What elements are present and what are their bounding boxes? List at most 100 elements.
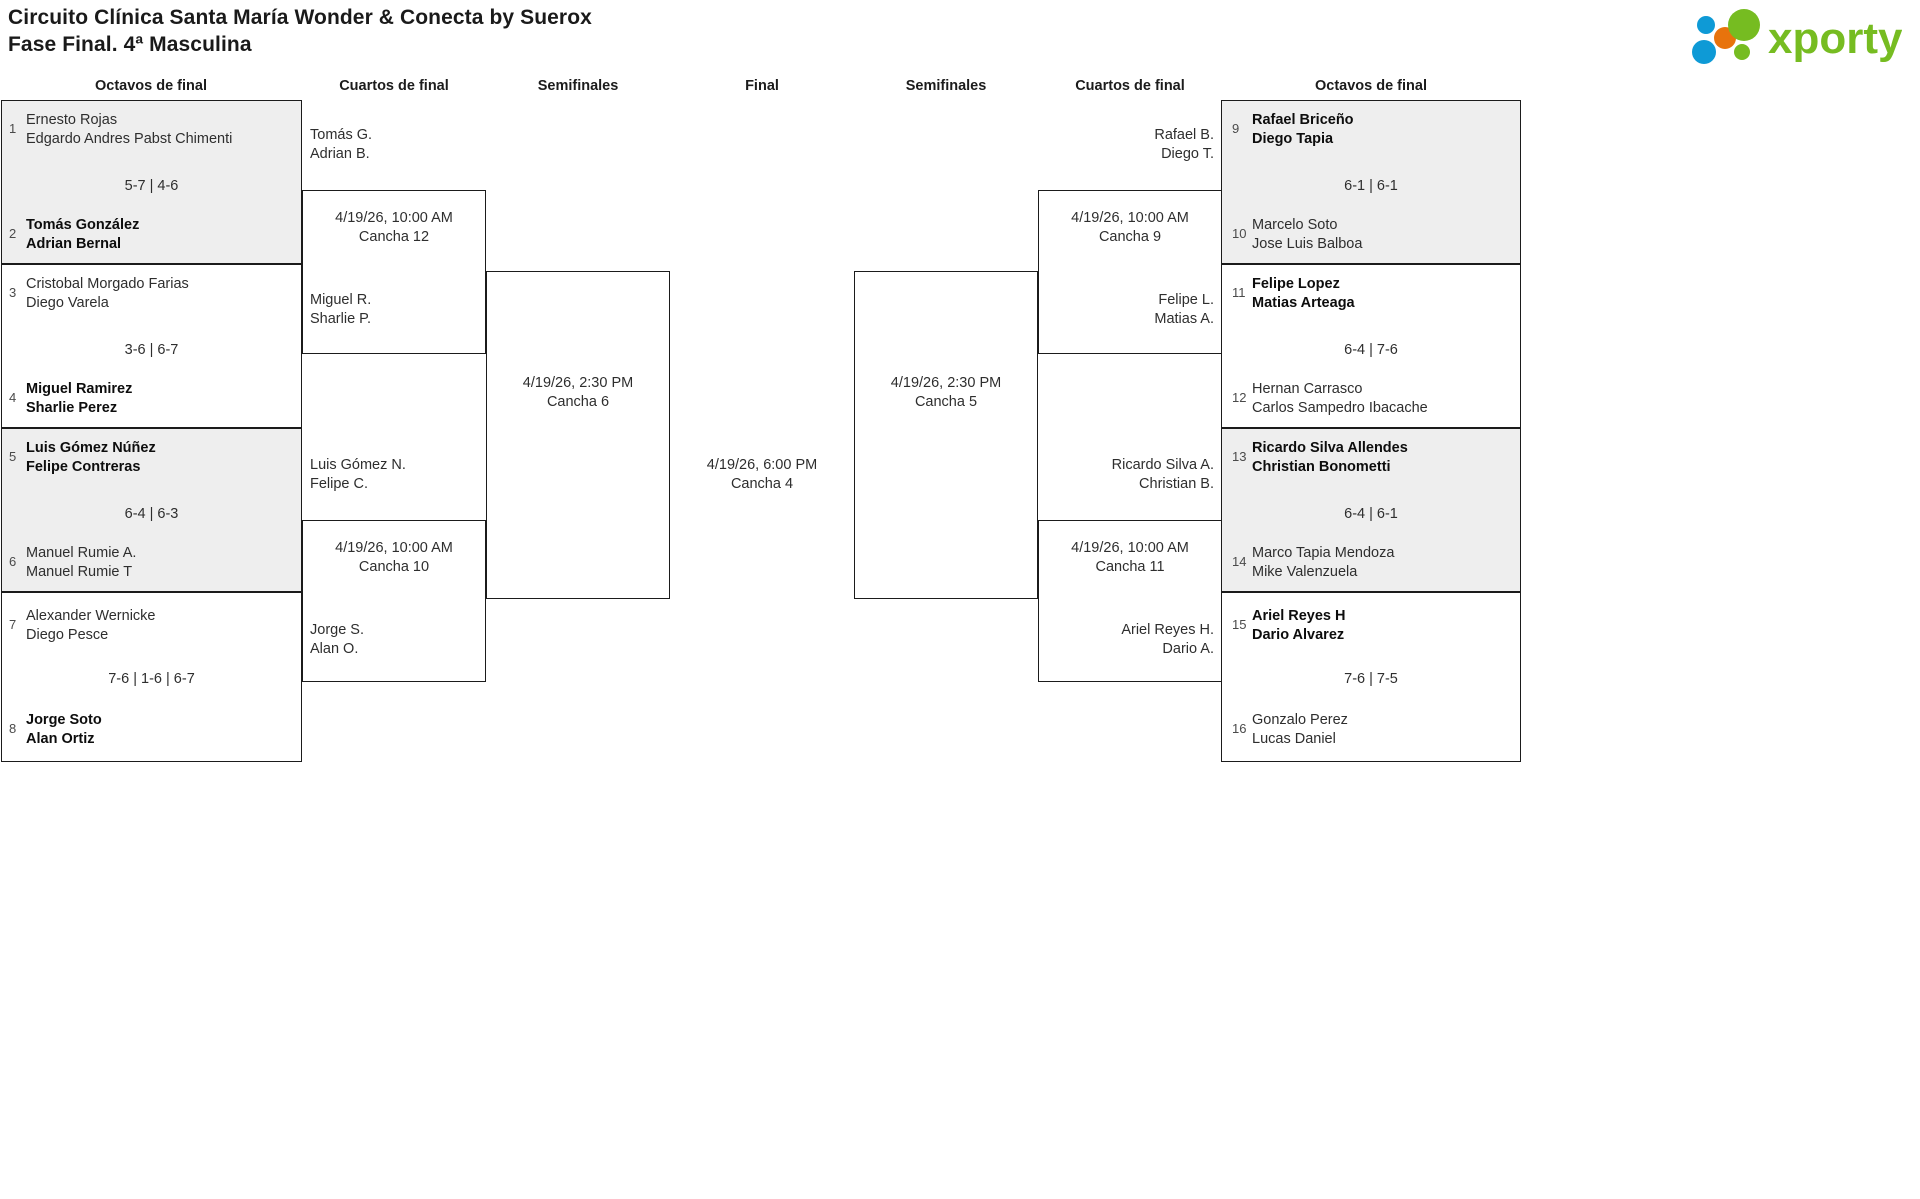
qf-left-2-bottom-names: Jorge S. Alan O. [310,622,364,657]
team-seed-14[interactable]: 14 Marco Tapia Mendoza Mike Valenzuela [1222,542,1520,582]
team-names: Ariel Reyes H Dario Alvarez [1252,608,1346,643]
team-seed-7[interactable]: 7 Alexander Wernicke Diego Pesce [2,605,301,645]
match-score: 7-6 | 1-6 | 6-7 [108,671,195,687]
seed-number: 7 [9,617,17,632]
team-seed-3[interactable]: 3 Cristobal Morgado Farias Diego Varela [2,273,301,313]
team-names: Cristobal Morgado Farias Diego Varela [26,276,189,311]
xporty-logo-svg: xporty [1692,9,1903,64]
team-names: Luis Gómez Núñez Felipe Contreras [26,440,156,475]
qf-right-1-schedule: 4/19/26, 10:00 AM Cancha 9 [1071,210,1189,245]
title-line-1: Circuito Clínica Santa María Wonder & Co… [8,6,592,29]
seed-number: 11 [1232,285,1246,300]
qf-right-2-bottom-names: Ariel Reyes H. Dario A. [1121,622,1214,657]
team-names: Jorge Soto Alan Ortiz [26,712,102,747]
seed-number: 14 [1232,554,1247,569]
column-header-right-octavos: Octavos de final [1314,78,1427,94]
team-seed-9[interactable]: 9 Rafael Briceño Diego Tapia [1222,109,1520,149]
team-names: Gonzalo Perez Lucas Daniel [1252,712,1348,747]
seed-number: 13 [1232,449,1247,464]
seed-number: 9 [1232,121,1240,136]
logo-dot-blue-top [1697,16,1715,34]
match-score: 7-6 | 7-5 [1344,671,1398,687]
team-seed-13[interactable]: 13 Ricardo Silva Allendes Christian Bono… [1222,437,1520,477]
seed-number: 5 [9,449,17,464]
qf-left-1-top-names: Tomás G. Adrian B. [310,127,373,162]
team-seed-5[interactable]: 5 Luis Gómez Núñez Felipe Contreras [2,437,301,477]
seed-number: 4 [9,390,17,405]
match-right-r16-4[interactable]: 15 Ariel Reyes H Dario Alvarez 7-6 | 7-5… [1221,592,1521,762]
sf-left-schedule: 4/19/26, 2:30 PM Cancha 6 [522,375,634,410]
match-left-r16-4[interactable]: 7 Alexander Wernicke Diego Pesce 7-6 | 1… [1,592,302,762]
bracket-right-sf [854,271,1038,599]
logo-dot-blue-bottom [1692,40,1716,64]
seed-number: 8 [9,721,17,736]
seed-number: 3 [9,285,17,300]
qf-left-2-schedule: 4/19/26, 10:00 AM Cancha 10 [335,540,453,575]
seed-number: 12 [1232,390,1247,405]
team-names: Felipe Lopez Matias Arteaga [1252,276,1355,311]
column-header-left-octavos: Octavos de final [94,78,207,94]
xporty-logo[interactable]: xporty [1682,8,1903,64]
qf-left-1-schedule: 4/19/26, 10:00 AM Cancha 12 [335,210,453,245]
match-right-r16-3[interactable]: 13 Ricardo Silva Allendes Christian Bono… [1221,428,1521,592]
match-score: 6-4 | 6-3 [124,506,179,522]
team-names: Alexander Wernicke Diego Pesce [26,608,156,643]
seed-number: 15 [1232,617,1247,632]
column-header-right-semis: Semifinales [905,78,987,94]
team-seed-2[interactable]: 2 Tomás González Adrian Bernal [2,214,301,254]
qf-right-2-top-names: Ricardo Silva A. Christian B. [1111,457,1214,492]
qf-left-1-bottom-names: Miguel R. Sharlie P. [310,292,372,327]
bracket-left-qf-1 [302,190,486,354]
team-seed-1[interactable]: 1 Ernesto Rojas Edgardo Andres Pabst Chi… [2,109,301,149]
match-left-r16-2[interactable]: 3 Cristobal Morgado Farias Diego Varela … [1,264,302,428]
bracket-left-qf-2 [302,520,486,682]
team-names: Ernesto Rojas Edgardo Andres Pabst Chime… [26,112,233,147]
team-seed-12[interactable]: 12 Hernan Carrasco Carlos Sampedro Ibaca… [1222,378,1520,418]
match-right-r16-2[interactable]: 11 Felipe Lopez Matias Arteaga 6-4 | 7-6… [1221,264,1521,428]
tournament-title: Circuito Clínica Santa María Wonder & Co… [8,4,592,58]
logo-dot-green-large [1728,9,1760,41]
match-right-r16-1[interactable]: 9 Rafael Briceño Diego Tapia 6-1 | 6-1 1… [1221,100,1521,264]
match-score: 6-4 | 7-6 [1344,342,1398,358]
qf-right-1-top-names: Rafael B. Diego T. [1154,127,1214,162]
page-header: Circuito Clínica Santa María Wonder & Co… [0,0,1920,72]
team-seed-11[interactable]: 11 Felipe Lopez Matias Arteaga [1222,273,1520,313]
team-names: Miguel Ramirez Sharlie Perez [26,381,133,416]
seed-number: 16 [1232,721,1247,736]
team-seed-15[interactable]: 15 Ariel Reyes H Dario Alvarez [1222,605,1520,645]
qf-right-1-bottom-names: Felipe L. Matias A. [1154,292,1214,327]
team-seed-4[interactable]: 4 Miguel Ramirez Sharlie Perez [2,378,301,418]
team-names: Marco Tapia Mendoza Mike Valenzuela [1252,545,1395,580]
bracket-left-sf [486,271,670,599]
match-score: 6-4 | 6-1 [1344,506,1398,522]
match-left-r16-1[interactable]: 1 Ernesto Rojas Edgardo Andres Pabst Chi… [1,100,302,264]
team-seed-10[interactable]: 10 Marcelo Soto Jose Luis Balboa [1222,214,1520,254]
team-seed-8[interactable]: 8 Jorge Soto Alan Ortiz [2,709,301,749]
match-score: 5-7 | 4-6 [124,178,179,194]
team-names: Manuel Rumie A. Manuel Rumie T [26,545,137,580]
team-names: Ricardo Silva Allendes Christian Bonomet… [1252,440,1408,475]
team-names: Hernan Carrasco Carlos Sampedro Ibacache [1252,381,1428,416]
column-header-left-semis: Semifinales [537,78,619,94]
column-header-right-cuartos: Cuartos de final [1075,78,1185,94]
qf-left-2-top-names: Luis Gómez N. Felipe C. [310,457,406,492]
team-seed-16[interactable]: 16 Gonzalo Perez Lucas Daniel [1222,709,1520,749]
column-header-final: Final [745,78,779,94]
logo-wordmark: xporty [1768,14,1902,63]
team-names: Rafael Briceño Diego Tapia [1252,112,1354,147]
seed-number: 6 [9,554,17,569]
sf-right-schedule: 4/19/26, 2:30 PM Cancha 5 [890,375,1002,410]
team-names: Tomás González Adrian Bernal [26,217,140,252]
logo-dot-green-small [1734,44,1750,60]
qf-right-2-schedule: 4/19/26, 10:00 AM Cancha 11 [1071,540,1189,575]
final-schedule: 4/19/26, 6:00 PM Cancha 4 [706,457,818,492]
column-header-left-cuartos: Cuartos de final [339,78,449,94]
match-score: 3-6 | 6-7 [124,342,179,358]
seed-number: 10 [1232,226,1247,241]
team-seed-6[interactable]: 6 Manuel Rumie A. Manuel Rumie T [2,542,301,582]
seed-number: 2 [9,226,17,241]
seed-number: 1 [9,121,17,136]
team-names: Marcelo Soto Jose Luis Balboa [1252,217,1363,252]
match-score: 6-1 | 6-1 [1344,178,1398,194]
match-left-r16-3[interactable]: 5 Luis Gómez Núñez Felipe Contreras 6-4 … [1,428,302,592]
